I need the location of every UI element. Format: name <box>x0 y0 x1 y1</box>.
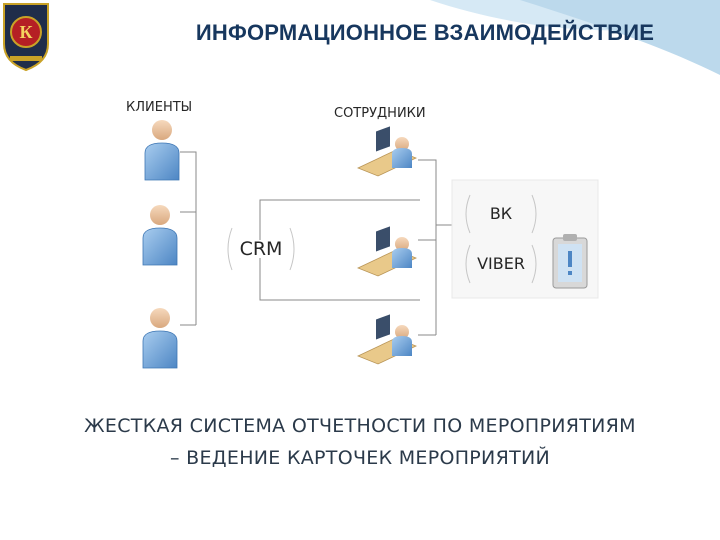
clients-label: КЛИЕНТЫ <box>126 100 193 115</box>
viber-label: VIBER <box>477 254 525 273</box>
clipboard-alert-icon <box>552 234 588 289</box>
caption-line-2: – ВЕДЕНИЕ КАРТОЧЕК МЕРОПРИЯТИЙ <box>169 447 551 469</box>
logo-emblem-icon: К <box>3 3 49 72</box>
employee-at-computer-icon <box>357 226 417 277</box>
viber-box <box>465 244 537 284</box>
slide-title: ИНФОРМАЦИОННОЕ ВЗАИМОДЕЙСТВИЕ <box>195 20 655 45</box>
employee-at-computer-icon <box>357 126 417 177</box>
slide-caption: ЖЕСТКАЯ СИСТЕМА ОТЧЕТНОСТИ ПО МЕРОПРИЯТИ… <box>10 410 710 474</box>
caption-line-1: ЖЕСТКАЯ СИСТЕМА ОТЧЕТНОСТИ ПО МЕРОПРИЯТИ… <box>84 415 636 437</box>
crm-label: CRM <box>239 238 283 260</box>
employee-at-computer-icon <box>357 314 417 365</box>
client-person-icon <box>144 120 180 181</box>
connector-lines <box>180 151 455 336</box>
client-person-icon <box>142 308 178 369</box>
vk-label: ВК <box>489 204 513 223</box>
svg-text:К: К <box>19 22 32 42</box>
crm-box <box>227 227 295 271</box>
client-person-icon <box>142 205 178 266</box>
vk-box <box>465 194 537 234</box>
staff-label: СОТРУДНИКИ <box>334 106 426 121</box>
